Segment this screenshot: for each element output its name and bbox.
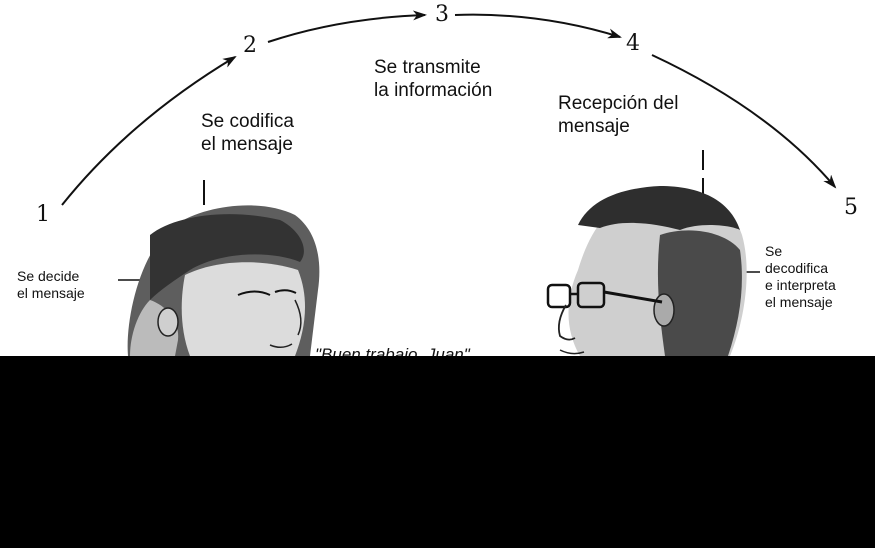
arrow-2-to-3 (267, 10, 427, 43)
step-number-1: 1 (36, 202, 50, 227)
man-head-illustration (546, 186, 747, 356)
step-label-transmit: Se transmite la información (374, 57, 493, 101)
arrow-4-to-5 (651, 54, 837, 189)
arrow-3-to-4 (454, 13, 622, 39)
step-label-reception: Recepción del mensaje (558, 93, 679, 137)
sender-decide-label: Se decide el mensaje (17, 268, 85, 301)
blacked-out-region (0, 356, 875, 548)
step-number-4: 4 (626, 31, 640, 56)
step-number-5: 5 (844, 195, 858, 220)
step-label-codify: Se codifica el mensaje (201, 111, 294, 155)
step-number-2: 2 (243, 33, 257, 58)
woman-head-illustration (127, 205, 320, 356)
receiver-decode-label: Se decodifica e interpreta el mensaje (765, 243, 836, 310)
step-number-3: 3 (435, 2, 449, 27)
arrow-1-to-2 (61, 55, 237, 206)
